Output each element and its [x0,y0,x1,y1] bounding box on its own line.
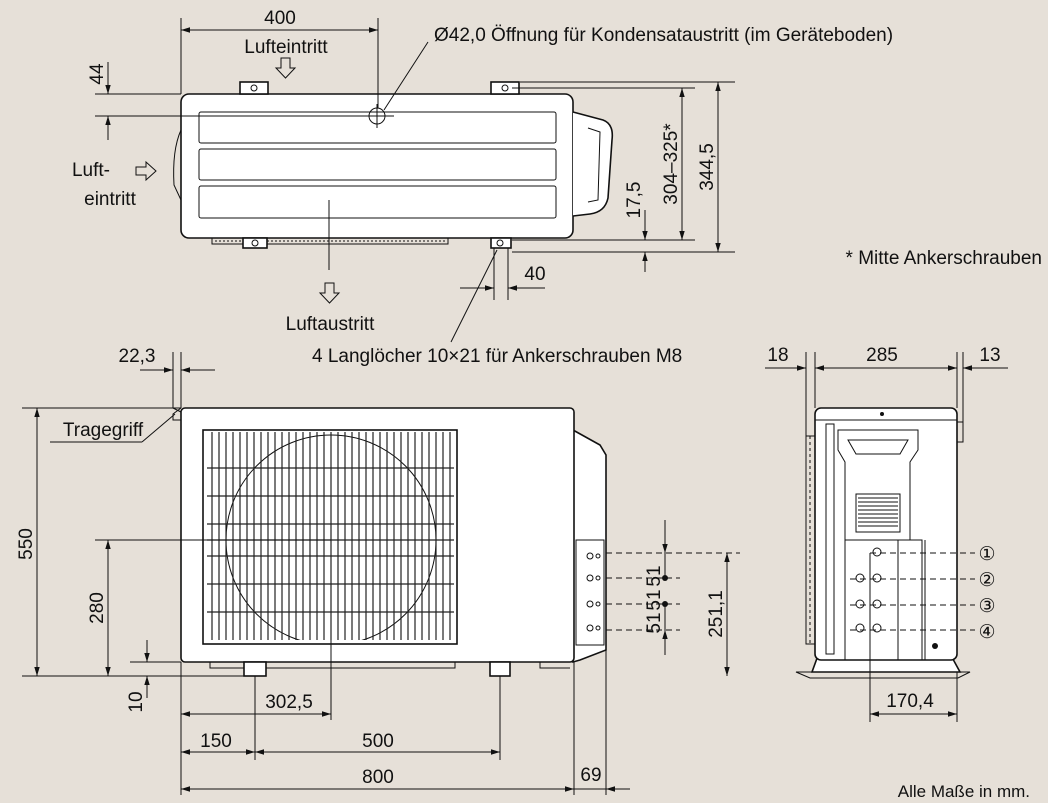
handle-label: Tragegriff [63,420,144,441]
dim-40: 40 [524,264,545,285]
side-view: ① ② ③ ④ 18 285 13 170,4 [765,345,1008,722]
drain-leader [383,41,429,111]
dim-285: 285 [866,345,898,366]
top-view: Ø42,0 Öffnung für Kondensataustritt (im … [72,8,1042,367]
air-inlet-side-label-2: eintritt [84,189,136,210]
fan-grille [207,432,454,640]
port-4-label: ④ [978,622,995,643]
dim-400: 400 [264,8,296,29]
side-body [814,407,958,661]
slots-label: 4 Langlöcher 10×21 für Ankerschrauben M8 [312,346,682,367]
dim-51-c: 51 [644,612,665,633]
air-outlet-label: Luftaustritt [286,314,375,335]
units-note: Alle Maße in mm. [898,782,1030,801]
dim-17-5: 17,5 [624,182,645,219]
footnote: * Mitte Ankerschrauben [846,248,1042,269]
dim-18: 18 [767,345,788,366]
top-view-valve-cover [572,111,614,217]
air-inlet-top-label: Lufteintritt [244,37,328,58]
front-side-panel [572,428,607,664]
dim-69: 69 [580,765,601,786]
dim-10: 10 [126,691,147,712]
dim-251-1: 251,1 [706,590,727,638]
front-view: 51 51 51 251,1 22,3 Tragegriff 550 280 1… [16,346,740,795]
drain-label: Ø42,0 Öffnung für Kondensataustritt (im … [434,25,893,46]
dim-304-325: 304–325* [661,123,682,205]
carry-handle [172,407,182,421]
air-inlet-side-label-1: Luft- [72,160,110,181]
dim-344-5: 344,5 [697,143,718,191]
slots-leader [450,249,498,343]
air-inlet-top-arrow [274,57,297,79]
dim-150: 150 [200,731,232,752]
dim-13: 13 [979,345,1000,366]
service-valves [575,539,605,646]
side-vent [855,493,901,533]
port-2-label: ② [978,570,995,591]
dim-500: 500 [362,731,394,752]
dim-280: 280 [87,592,108,624]
top-foot-left-bottom [242,237,268,249]
air-outlet-arrow [318,282,341,304]
top-panel-2 [198,148,557,181]
dim-22-3: 22,3 [119,346,156,367]
dim-550: 550 [16,528,37,560]
dim-302-5: 302,5 [265,692,313,713]
front-foot-left [243,661,267,677]
dim-51-b: 51 [644,589,665,610]
dim-170-4: 170,4 [886,691,934,712]
side-valves [855,547,882,633]
top-foot-right-top [490,81,520,95]
drain-hole [360,104,394,128]
top-panel-3 [198,185,557,219]
dim-51-a: 51 [644,565,665,586]
top-foot-left-top [239,81,269,95]
top-foot-right-bottom [490,237,512,249]
port-1-label: ① [978,544,995,565]
side-base [795,671,971,679]
front-foot-right [489,661,511,677]
port-3-label: ③ [978,596,995,617]
air-inlet-side-arrow [135,160,157,182]
dim-44: 44 [87,63,108,85]
dim-800: 800 [362,767,394,788]
